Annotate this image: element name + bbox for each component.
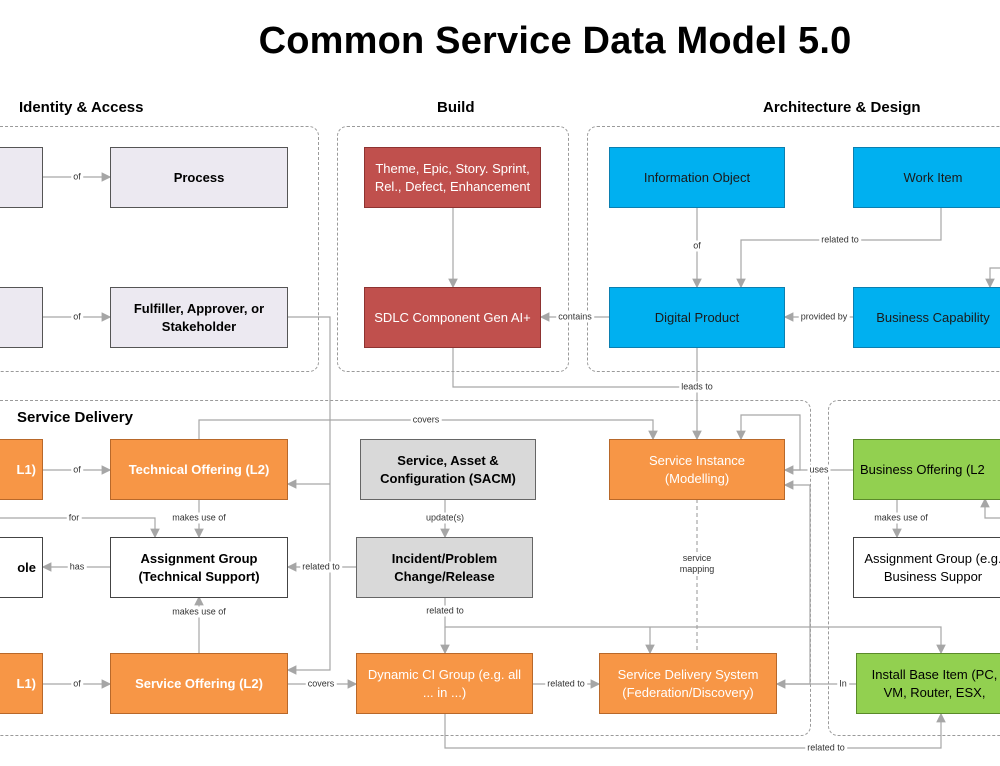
- label-related-to-3: related to: [424, 605, 466, 617]
- label-covers-1: covers: [410, 414, 442, 426]
- box-assignment-group-technical: Assignment Group (Technical Support): [110, 537, 288, 598]
- box-left-l1-bottom: L1): [0, 653, 43, 714]
- box-install-base-item: Install Base Item (PC, VM, Router, ESX,: [856, 653, 1000, 714]
- edge-sds-instance: [777, 480, 811, 685]
- label-of-1: of: [71, 171, 83, 183]
- edge-related-work-digital: [736, 207, 942, 289]
- box-left-l1-top: L1): [0, 439, 43, 500]
- label-service-mapping: service mapping: [670, 553, 724, 575]
- box-service-delivery-system: Service Delivery System (Federation/Disc…: [599, 653, 777, 714]
- box-technical-offering: Technical Offering (L2): [110, 439, 288, 500]
- label-makes-use-of-2: makes use of: [872, 512, 930, 524]
- label-for: for: [66, 512, 82, 524]
- box-assignment-group-business: Assignment Group (e.g. Business Suppor: [853, 537, 1000, 598]
- edge-business-loop: [980, 497, 1000, 519]
- group-business: [828, 400, 1000, 736]
- box-fulfiller: Fulfiller, Approver, or Stakeholder: [110, 287, 288, 348]
- box-sdlc-component: SDLC Component Gen AI+: [364, 287, 541, 348]
- edge-for: [0, 517, 160, 539]
- label-uses: uses: [807, 464, 831, 476]
- box-service-offering: Service Offering (L2): [110, 653, 288, 714]
- label-of-3: of: [691, 240, 703, 252]
- box-process: Process: [110, 147, 288, 208]
- label-has: has: [67, 561, 87, 573]
- box-sacm: Service, Asset & Configuration (SACM): [360, 439, 536, 500]
- edge-fulfiller-offering: [286, 316, 331, 675]
- box-incident-problem: Incident/Problem Change/Release: [356, 537, 533, 598]
- label-related-to-1: related to: [819, 234, 861, 246]
- box-theme-epic-story: Theme, Epic, Story. Sprint, Rel., Defect…: [364, 147, 541, 208]
- box-business-capability: Business Capability: [853, 287, 1000, 348]
- label-makes-use-of-3: makes use of: [170, 606, 228, 618]
- label-of-2: of: [71, 311, 83, 323]
- edge-leads-to-sdlc: [452, 347, 698, 388]
- label-covers-2: covers: [305, 678, 337, 690]
- label-leads-to: leads to: [679, 381, 715, 393]
- section-service-delivery: Service Delivery: [17, 409, 133, 426]
- label-updates: update(s): [423, 512, 467, 524]
- label-makes-use-of-1: makes use of: [170, 512, 228, 524]
- label-related-to-5: related to: [805, 742, 847, 754]
- diagram-title: Common Service Data Model 5.0: [258, 20, 852, 62]
- box-identity-left-top: [0, 147, 43, 208]
- box-information-object: Information Object: [609, 147, 785, 208]
- label-in: In: [837, 678, 849, 690]
- group-architecture: [587, 126, 1000, 372]
- label-of-4: of: [71, 464, 83, 476]
- section-identity-access: Identity & Access: [19, 99, 144, 116]
- section-architecture-design: Architecture & Design: [763, 99, 921, 116]
- edge-capability-loop: [985, 267, 1000, 289]
- label-related-to-2: related to: [300, 561, 342, 573]
- box-business-offering: Business Offering (L2: [853, 439, 1000, 500]
- box-digital-product: Digital Product: [609, 287, 785, 348]
- edge-related-incident-install: [444, 597, 946, 655]
- group-identity-access: [0, 126, 319, 372]
- edge-related-bottom: [444, 712, 946, 749]
- box-dynamic-ci-group: Dynamic CI Group (e.g. all ... in ...): [356, 653, 533, 714]
- label-contains: contains: [556, 311, 594, 323]
- box-service-instance: Service Instance (Modelling): [609, 439, 785, 500]
- box-identity-left-bottom: [0, 287, 43, 348]
- label-related-to-4: related to: [545, 678, 587, 690]
- box-role: ole: [0, 537, 43, 598]
- box-work-item: Work Item: [853, 147, 1000, 208]
- section-build: Build: [437, 99, 475, 116]
- label-of-5: of: [71, 678, 83, 690]
- label-provided-by: provided by: [798, 311, 850, 323]
